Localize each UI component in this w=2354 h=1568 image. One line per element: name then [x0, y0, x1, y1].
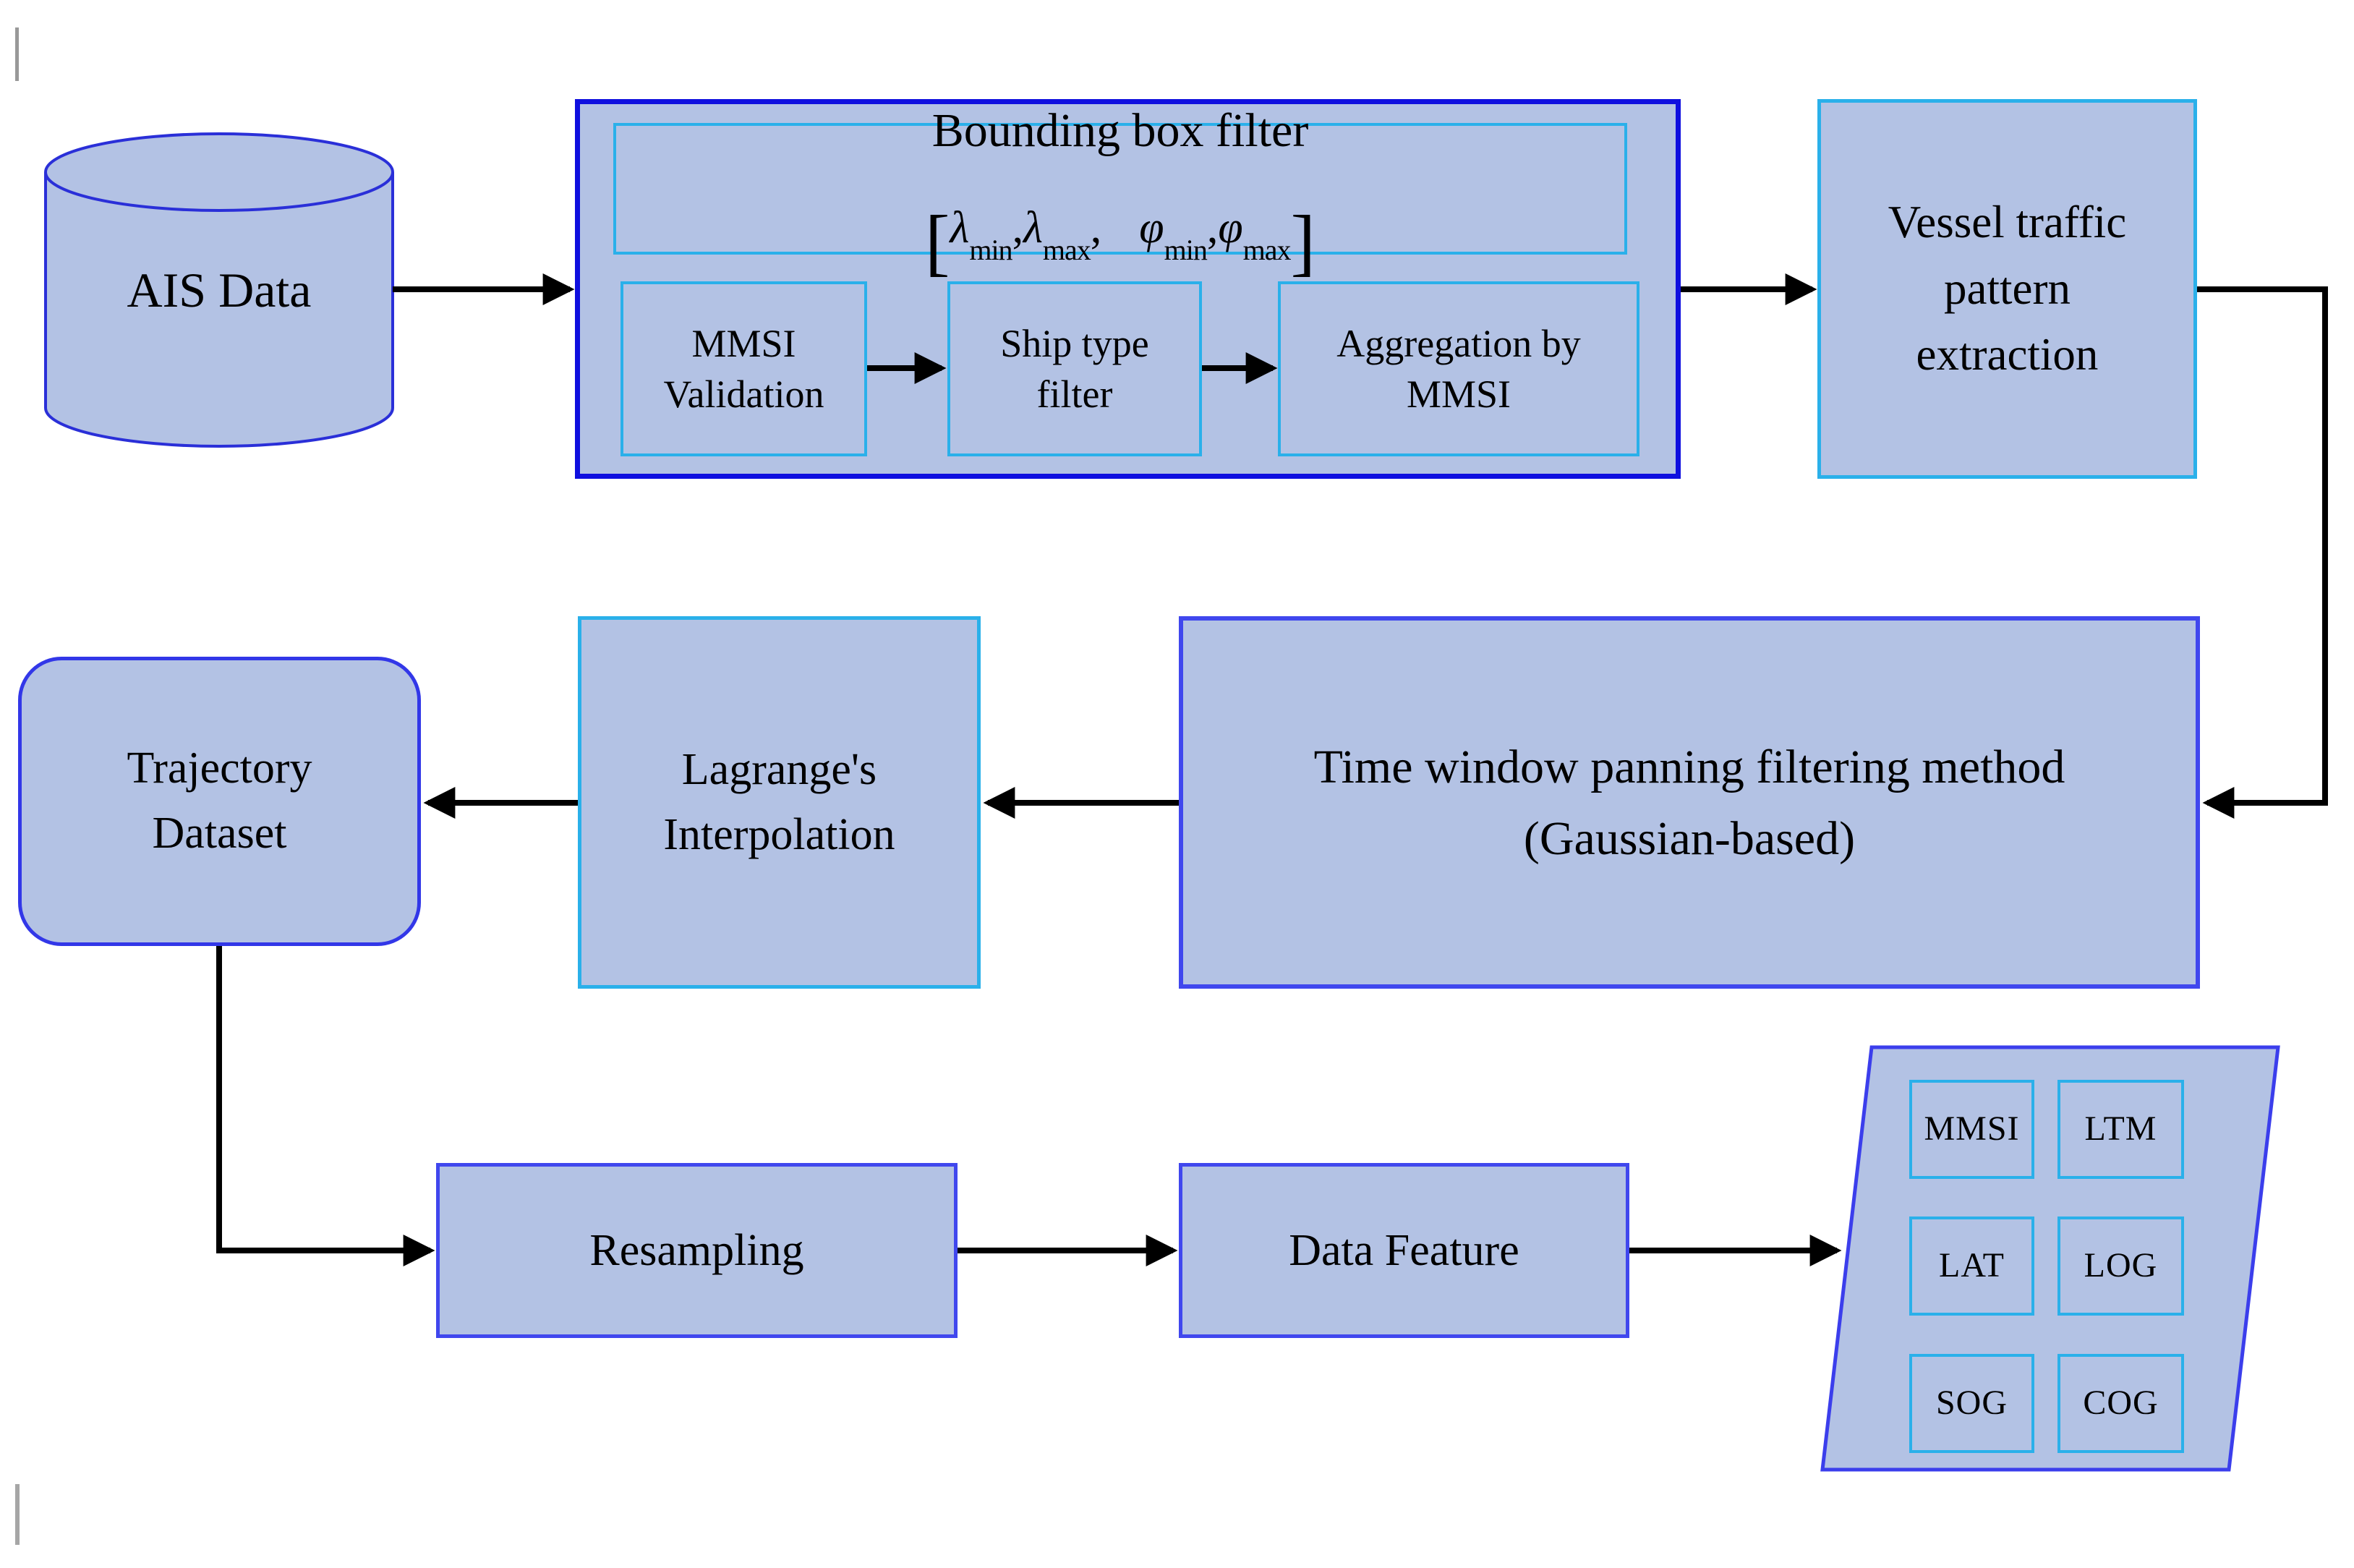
- cursor-artifact-bottom: [15, 1484, 20, 1545]
- formula-sub-max: max: [1242, 233, 1292, 266]
- lagrange-interpolation-box: Lagrange's Interpolation: [578, 616, 981, 989]
- bbox-formula: [λmin,λmax,φmin,φmax]: [925, 161, 1315, 279]
- step-ship-type-filter: Ship type filter: [947, 281, 1202, 456]
- formula-lambda-max: λ: [1023, 203, 1043, 252]
- step-mmsi-validation: MMSI Validation: [621, 281, 867, 456]
- trajectory-dataset-box: Trajectory Dataset: [18, 657, 421, 946]
- feature-log: LOG: [2057, 1217, 2184, 1316]
- arrow-trajectory-to-resampling: [216, 946, 435, 1266]
- formula-comma: ,: [1206, 203, 1219, 252]
- cursor-artifact-top: [15, 27, 19, 81]
- feature-mmsi: MMSI: [1909, 1080, 2034, 1179]
- bounding-box-filter-title-box: Bounding box filter [λmin,λmax,φmin,φmax…: [613, 106, 1627, 279]
- formula-sub-min: min: [969, 233, 1012, 266]
- formula-open-bracket: [: [924, 200, 950, 284]
- formula-lambda-min: λ: [950, 203, 970, 252]
- feature-sog: SOG: [1909, 1354, 2034, 1453]
- formula-comma: ,: [1090, 203, 1102, 252]
- formula-sub-max: max: [1042, 233, 1091, 266]
- formula-close-bracket: ]: [1290, 200, 1316, 284]
- feature-parallelogram: [1820, 1045, 2280, 1472]
- bounding-box-filter-title: Bounding box filter: [931, 104, 1309, 158]
- feature-ltm: LTM: [2057, 1080, 2184, 1179]
- formula-phi-min: φ: [1139, 203, 1164, 252]
- time-window-filtering-box: Time window panning filtering method (Ga…: [1179, 616, 2200, 989]
- feature-lat: LAT: [1909, 1217, 2034, 1316]
- arrow-vessel-to-timewindow: [2197, 286, 2328, 819]
- step-aggregation-by-mmsi: Aggregation by MMSI: [1278, 281, 1639, 456]
- formula-phi-max: φ: [1218, 203, 1243, 252]
- vessel-traffic-pattern-box: Vessel traffic pattern extraction: [1817, 99, 2197, 479]
- formula-comma: ,: [1012, 203, 1024, 252]
- data-feature-box: Data Feature: [1179, 1163, 1629, 1338]
- ais-data-label: AIS Data: [127, 262, 312, 318]
- feature-cog: COG: [2057, 1354, 2184, 1453]
- formula-sub-min: min: [1164, 233, 1208, 266]
- resampling-box: Resampling: [436, 1163, 958, 1338]
